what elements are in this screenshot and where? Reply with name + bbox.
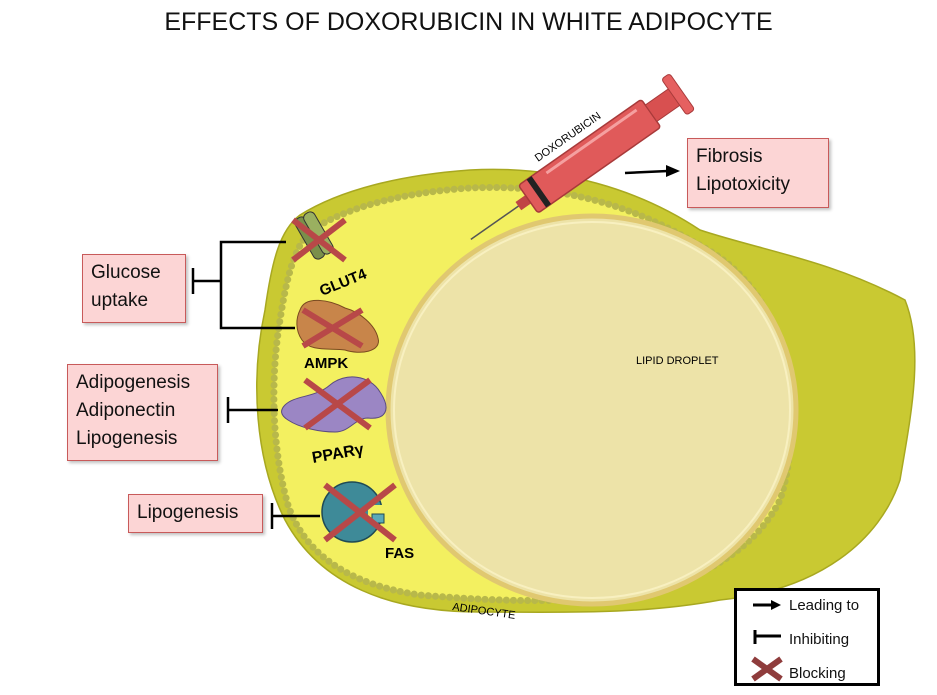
lipogenesis-box: Lipogenesis	[128, 494, 263, 533]
diagram-title: EFFECTS OF DOXORUBICIN IN WHITE ADIPOCYT…	[164, 8, 773, 36]
adipogenesis-box: Adipogenesis Adiponectin Lipogenesis	[67, 364, 218, 461]
arrow-head-icon	[666, 165, 680, 177]
ampk-label: AMPK	[304, 355, 348, 372]
fas-label: FAS	[385, 545, 414, 562]
syringe-icon	[470, 74, 695, 241]
legend-blocking: Blocking	[789, 665, 846, 682]
inhibit-icon	[753, 630, 781, 644]
fibrosis-lipotoxicity-box: Fibrosis Lipotoxicity	[687, 138, 829, 208]
lipid-droplet-label: LIPID DROPLET	[636, 355, 719, 367]
box-line: Glucose	[91, 262, 161, 283]
lipid-droplet	[385, 213, 799, 607]
box-line: Lipogenesis	[76, 428, 178, 449]
cross-icon	[751, 656, 783, 682]
inhibition-lines	[191, 240, 320, 529]
box-line: Lipotoxicity	[696, 174, 790, 195]
box-line: Adipogenesis	[76, 372, 191, 393]
legend: Leading to Inhibiting Blocking	[734, 588, 880, 686]
block-cross-icons	[291, 217, 397, 543]
legend-leading: Leading to	[789, 597, 860, 614]
legend-inhibiting: Inhibiting	[789, 631, 850, 648]
box-line: Adiponectin	[76, 400, 176, 421]
box-line: Lipogenesis	[137, 502, 239, 523]
box-line: Fibrosis	[696, 146, 763, 167]
glucose-uptake-box: Glucose uptake	[82, 254, 186, 323]
box-line: uptake	[91, 290, 149, 311]
leading-arrow	[624, 169, 669, 175]
legend-icons	[751, 600, 783, 682]
